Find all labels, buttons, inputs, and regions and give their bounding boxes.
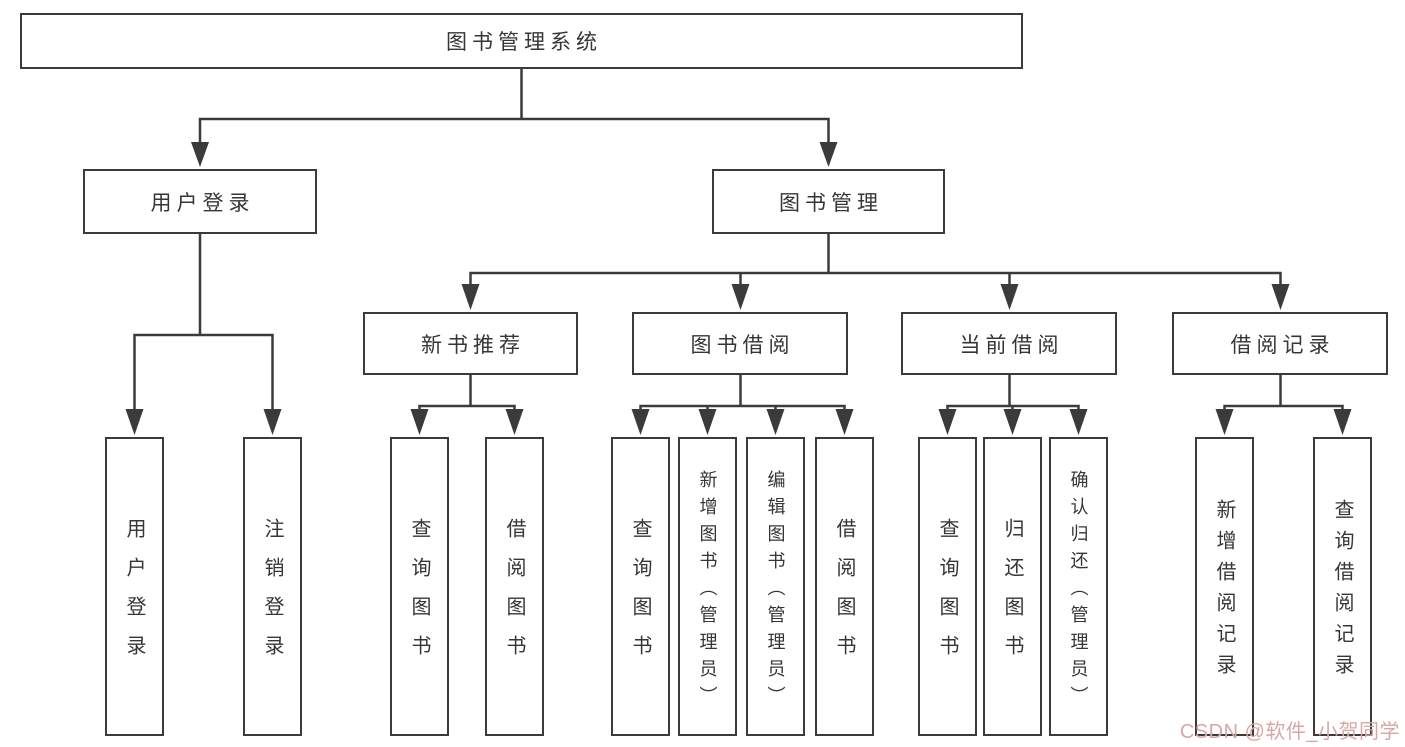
node-label: 查询图书 bbox=[629, 518, 651, 674]
csdn-watermark: CSDN @软件_小贺同学 bbox=[1179, 721, 1400, 743]
node-label: 图书管理系统 bbox=[446, 31, 602, 54]
node-book-borrowing: 图书借阅 bbox=[632, 312, 848, 375]
node-label: 当前借阅 bbox=[959, 333, 1064, 357]
node-library-management-system: 图书管理系统 bbox=[20, 13, 1023, 69]
node-label: 编辑图书（管理员） bbox=[765, 469, 786, 713]
node-current-return-books: 归还图书 bbox=[983, 437, 1042, 736]
node-current-confirm-return-admin: 确认归还（管理员） bbox=[1049, 437, 1108, 736]
node-borrow-borrow-books: 借阅图书 bbox=[815, 437, 874, 736]
node-label: 用户登录 bbox=[150, 191, 255, 215]
node-recommend-borrow-books: 借阅图书 bbox=[485, 437, 544, 736]
node-label: 新增图书（管理员） bbox=[697, 469, 718, 713]
node-records-query-record: 查询借阅记录 bbox=[1313, 437, 1372, 736]
node-label: 借阅图书 bbox=[503, 518, 525, 674]
node-new-book-recommendation: 新书推荐 bbox=[363, 312, 578, 375]
node-borrow-edit-books-admin: 编辑图书（管理员） bbox=[746, 437, 805, 736]
node-label: 借阅记录 bbox=[1230, 333, 1335, 357]
node-logout: 注销登录 bbox=[243, 437, 302, 736]
node-current-query-books: 查询图书 bbox=[918, 437, 977, 736]
node-records-add-record: 新增借阅记录 bbox=[1195, 437, 1254, 736]
node-label: 图书管理 bbox=[779, 191, 883, 215]
node-borrow-add-books-admin: 新增图书（管理员） bbox=[678, 437, 737, 736]
node-label: 新增借阅记录 bbox=[1213, 499, 1235, 685]
node-label: 查询借阅记录 bbox=[1331, 499, 1353, 685]
node-login: 用户登录 bbox=[105, 437, 164, 736]
node-label: 图书借阅 bbox=[690, 333, 795, 357]
node-label: 确认归还（管理员） bbox=[1068, 469, 1089, 713]
node-recommend-query-books: 查询图书 bbox=[390, 437, 449, 736]
node-label: 查询图书 bbox=[408, 518, 430, 674]
node-user-login: 用户登录 bbox=[83, 169, 317, 234]
node-label: 查询图书 bbox=[936, 518, 958, 674]
node-label: 归还图书 bbox=[1001, 518, 1023, 674]
node-borrow-query-books: 查询图书 bbox=[611, 437, 670, 736]
node-label: 注销登录 bbox=[261, 518, 283, 674]
node-book-management: 图书管理 bbox=[712, 169, 945, 234]
node-current-borrowing: 当前借阅 bbox=[901, 312, 1117, 375]
node-label: 借阅图书 bbox=[833, 518, 855, 674]
node-label: 用户登录 bbox=[123, 518, 145, 674]
node-label: 新书推荐 bbox=[421, 333, 525, 357]
node-borrowing-records: 借阅记录 bbox=[1172, 312, 1388, 375]
